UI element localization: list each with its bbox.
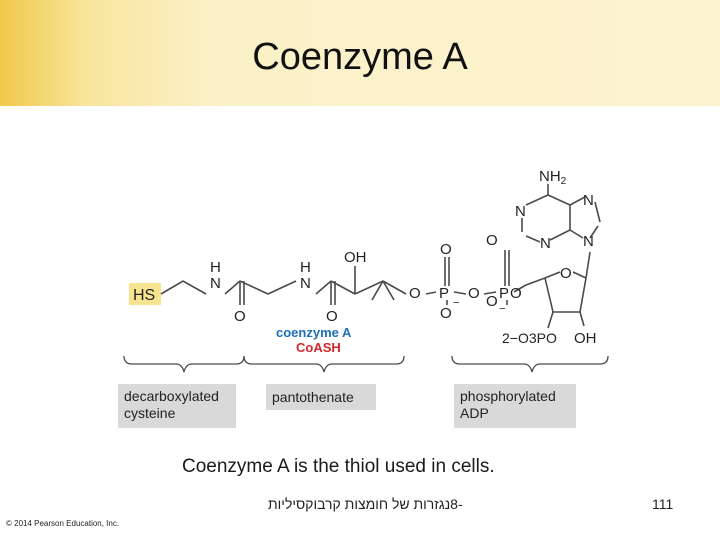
atom-n-purine-3: N (583, 192, 594, 209)
atom-o-link-1: O (409, 285, 421, 302)
charge-p2: − (499, 303, 505, 315)
footer-text: -8נגזרות של חומצות קרבוקסיליות (268, 496, 463, 512)
chain-bonds (160, 250, 546, 305)
segment-label-cysteine: decarboxylated cysteine (124, 388, 223, 421)
name-coenzyme-a: coenzyme A (276, 325, 352, 340)
atom-n-purine-1: N (515, 203, 526, 220)
atom-o-p2-bottom: O (486, 293, 498, 310)
segment-box-adp (454, 384, 576, 428)
atom-o-link-3: O (510, 285, 522, 302)
segment-label-adp: phosphorylated ADP (460, 388, 560, 421)
atom-amide-n1: N (210, 275, 221, 292)
segment-box-cysteine (118, 384, 236, 428)
atom-amide-h1: H (210, 259, 221, 276)
hs-highlight (129, 283, 161, 305)
adenine-bonds (521, 184, 601, 243)
atom-o-ring: O (560, 265, 572, 282)
charge-p1: − (453, 297, 459, 309)
slide-caption: Coenzyme A is the thiol used in cells. (182, 456, 495, 477)
atom-o-p2-top: O (486, 232, 498, 249)
copyright-notice: © 2014 Pearson Education, Inc. (6, 519, 120, 528)
atom-o-carbonyl-2: O (326, 308, 338, 325)
atom-amide-h2: H (300, 259, 311, 276)
atom-phosphate-3: 2−O3PO (502, 330, 557, 346)
segment-box-pantothenate (266, 384, 376, 410)
segment-label-pantothenate: pantothenate (272, 389, 354, 405)
atom-n-purine-4: N (583, 233, 594, 250)
atom-nh2: NH2 (539, 168, 567, 187)
ribose-bonds (544, 251, 591, 329)
atom-oh-ring: OH (574, 330, 597, 347)
atom-oh-chain: OH (344, 249, 367, 266)
atom-n-purine-2: N (540, 235, 551, 252)
atom-o-p1-top: O (440, 241, 452, 258)
atom-hs: HS (133, 287, 155, 304)
atom-p1: P (439, 285, 449, 302)
title-band (0, 0, 720, 106)
atom-p2: P (499, 285, 509, 302)
page-number: 111 (652, 496, 674, 512)
name-coash: CoASH (296, 340, 341, 355)
segment-braces (123, 355, 609, 373)
slide-title: Coenzyme A (252, 36, 468, 78)
atom-o-carbonyl-1: O (234, 308, 246, 325)
atom-o-p1-bottom: O (440, 305, 452, 322)
atom-amide-n2: N (300, 275, 311, 292)
atom-o-link-2: O (468, 285, 480, 302)
